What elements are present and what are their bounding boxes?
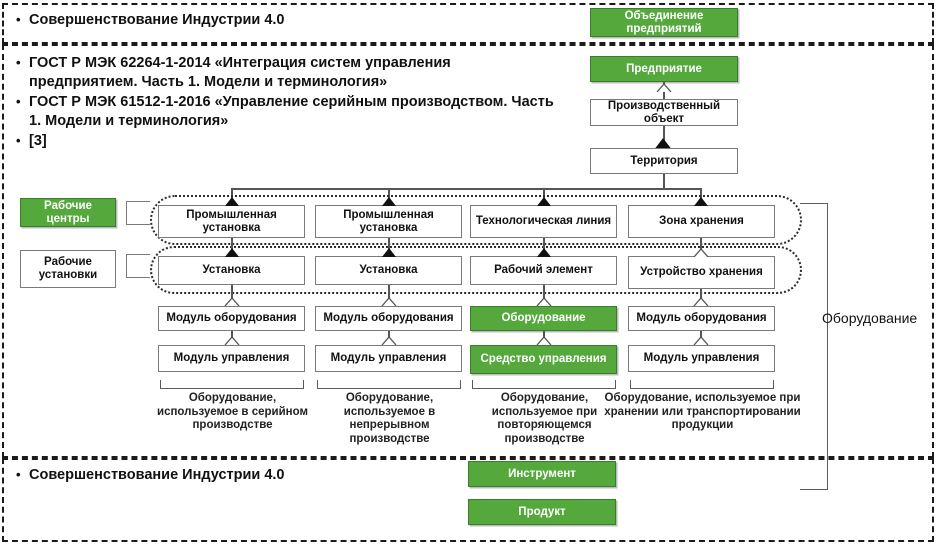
node-work-center-1[interactable]: Промышленная установка	[158, 205, 305, 238]
caption-2: Оборудование, используемое в непрерывном…	[343, 392, 436, 445]
label-work-centers[interactable]: Рабочие центры	[20, 198, 116, 227]
open-diamond-icon	[536, 296, 552, 306]
node-enterprise[interactable]: Предприятие	[590, 56, 738, 82]
connector-line	[543, 238, 545, 255]
node-work-center-4[interactable]: Зона хранения	[628, 205, 775, 238]
filled-diamond-icon	[536, 196, 552, 206]
connector-line	[700, 238, 702, 255]
filled-diamond-icon	[224, 247, 240, 257]
connector-line	[543, 285, 545, 305]
distribution-bus	[231, 188, 701, 190]
open-diamond-icon	[693, 247, 709, 257]
bottom-bullet-list: Совершенствование Индустрии 4.0	[14, 465, 284, 486]
open-diamond-icon	[381, 335, 397, 345]
open-diamond-icon	[224, 296, 240, 306]
node-work-center-2[interactable]: Промышленная установка	[315, 205, 462, 238]
node-equipment-module-4[interactable]: Модуль оборудования	[628, 306, 775, 331]
caption-1: Оборудование, используемое в серийном пр…	[157, 392, 308, 431]
node-tool[interactable]: Инструмент	[468, 461, 616, 487]
filled-diamond-icon	[381, 196, 397, 206]
bracket-2	[317, 380, 461, 389]
open-diamond-icon	[224, 335, 240, 345]
filled-diamond-icon	[224, 196, 240, 206]
panel-middle	[2, 44, 934, 458]
panel-top	[2, 3, 934, 44]
node-area[interactable]: Территория	[590, 148, 738, 174]
label-work-units[interactable]: Рабочие установки	[20, 250, 116, 288]
connector-line	[231, 285, 233, 305]
filled-diamond-icon	[693, 196, 709, 206]
top-bullet-list: Совершенствование Индустрии 4.0	[14, 10, 284, 31]
connector-line	[388, 285, 390, 305]
bracket-1	[160, 380, 304, 389]
node-equipment-module-1[interactable]: Модуль оборудования	[158, 306, 305, 331]
middle-bullet-list: ГОСТ Р МЭК 62264-1-2014 «Интеграция сист…	[14, 53, 559, 152]
connector-line	[388, 238, 390, 255]
connector-line	[231, 238, 233, 255]
bullet-item: ГОСТ Р МЭК 62264-1-2014 «Интеграция сист…	[14, 53, 559, 92]
bullet-item: Совершенствование Индустрии 4.0	[14, 465, 284, 485]
group-outline-work-centers	[150, 195, 802, 245]
open-diamond-icon	[693, 335, 709, 345]
panel-bottom	[2, 458, 934, 542]
bullet-item: [3]	[14, 131, 559, 151]
node-site[interactable]: Производственный объект	[590, 99, 738, 126]
open-diamond-icon	[536, 335, 552, 345]
node-equipment[interactable]: Оборудование	[470, 306, 617, 331]
open-diamond-icon	[381, 296, 397, 306]
node-control-means[interactable]: Средство управления	[470, 345, 617, 374]
node-work-center-3[interactable]: Технологическая линия	[470, 205, 617, 238]
bracket-3	[472, 380, 616, 389]
connector-line	[663, 126, 665, 148]
node-control-module-1[interactable]: Модуль управления	[158, 345, 305, 372]
node-equipment-module-2[interactable]: Модуль оборудования	[315, 306, 462, 331]
node-product[interactable]: Продукт	[468, 499, 616, 525]
filled-diamond-icon	[536, 247, 552, 257]
bracket-equipment	[800, 203, 828, 490]
connector-line	[663, 174, 665, 188]
group-outline-work-units	[150, 246, 802, 294]
node-work-unit-4[interactable]: Устройство хранения	[628, 256, 775, 289]
filled-diamond-icon	[655, 138, 671, 148]
node-work-unit-2[interactable]: Установка	[315, 256, 462, 285]
connector-line	[700, 289, 702, 305]
node-enterprise-group[interactable]: Объединение предприятий	[590, 8, 738, 37]
connector-tab-work-centers	[126, 201, 150, 225]
node-work-unit-3[interactable]: Рабочий элемент	[470, 256, 617, 285]
open-diamond-icon	[656, 82, 672, 92]
connector-tab-work-units	[126, 254, 150, 278]
bracket-4	[630, 380, 774, 389]
bullet-item: ГОСТ Р МЭК 61512-1-2016 «Управление сери…	[14, 92, 559, 131]
node-control-module-4[interactable]: Модуль управления	[628, 345, 775, 372]
caption-3: Оборудование, используемое при повторяющ…	[491, 392, 598, 445]
bullet-item: Совершенствование Индустрии 4.0	[14, 10, 284, 30]
label-equipment-bracket: Оборудование	[822, 310, 918, 326]
open-diamond-icon	[693, 296, 709, 306]
node-control-module-2[interactable]: Модуль управления	[315, 345, 462, 372]
caption-4: Оборудование, используемое при хранении …	[604, 392, 801, 431]
filled-diamond-icon	[381, 247, 397, 257]
node-work-unit-1[interactable]: Установка	[158, 256, 305, 285]
